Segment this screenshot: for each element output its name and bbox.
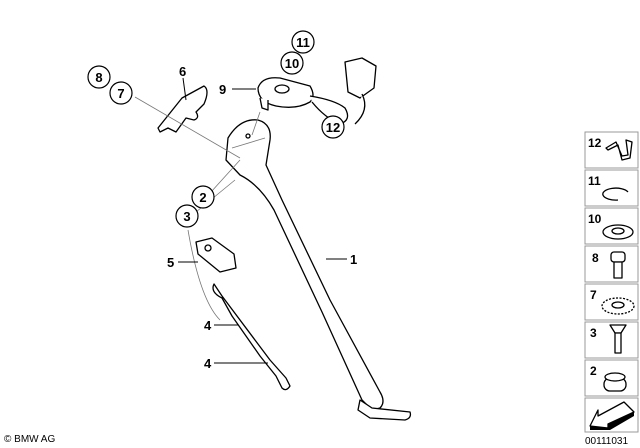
legend-item-2: 2: [584, 359, 639, 397]
sidestand-switch-part: [257, 57, 377, 125]
legend-item-11: 11: [584, 169, 639, 207]
callout-2: 2: [191, 185, 215, 209]
callout-5: 5: [167, 255, 174, 270]
bushing-icon: [603, 372, 627, 392]
callout-label: 12: [326, 120, 340, 135]
callout-4: 4: [204, 318, 212, 333]
callout-3: 3: [175, 204, 199, 228]
legend-item-12: 12: [584, 131, 639, 169]
clip-icon: [605, 139, 633, 161]
legend-item-10: 10: [584, 207, 639, 245]
countersunk-screw-icon: [609, 324, 627, 354]
circlip-icon: [602, 187, 629, 201]
svg-text:7: 7: [590, 288, 597, 302]
legend-item-8: 8: [584, 245, 639, 283]
callout-12: 12: [321, 115, 345, 139]
socket-screw-icon: [610, 251, 626, 279]
callout-label: 2: [199, 190, 206, 205]
callout-1: 1: [350, 252, 357, 267]
side-stand-part: [225, 119, 412, 421]
spring-part: [212, 283, 291, 391]
callout-11: 11: [291, 30, 315, 54]
svg-text:10: 10: [588, 212, 602, 226]
callout-4: 4: [204, 356, 212, 371]
legend-arrow: [584, 397, 639, 433]
callout-6: 6: [179, 64, 186, 79]
serrated-washer-icon: [601, 297, 635, 315]
mounting-plate-part: [195, 237, 237, 273]
diagram-code: 00111031: [585, 436, 628, 447]
legend-item-3: 3: [584, 321, 639, 359]
parts-legend: 12 11 10 8 7 3 2 00111031: [584, 131, 639, 447]
copyright-text: © BMW AG: [4, 434, 55, 445]
svg-text:11: 11: [588, 174, 601, 188]
legend-item-7: 7: [584, 283, 639, 321]
callout-label: 10: [285, 56, 299, 71]
svg-text:8: 8: [592, 251, 599, 265]
callout-10: 10: [280, 51, 304, 75]
callout-8: 8: [87, 65, 111, 89]
callout-9: 9: [219, 82, 226, 97]
svg-text:12: 12: [588, 136, 602, 150]
callout-label: 7: [117, 86, 124, 101]
callout-7: 7: [109, 81, 133, 105]
svg-text:3: 3: [590, 326, 597, 340]
callout-label: 3: [183, 209, 190, 224]
callout-label: 8: [95, 70, 102, 85]
svg-text:2: 2: [590, 364, 597, 378]
bracket-plate-part: [157, 85, 208, 133]
callout-label: 11: [296, 35, 310, 50]
